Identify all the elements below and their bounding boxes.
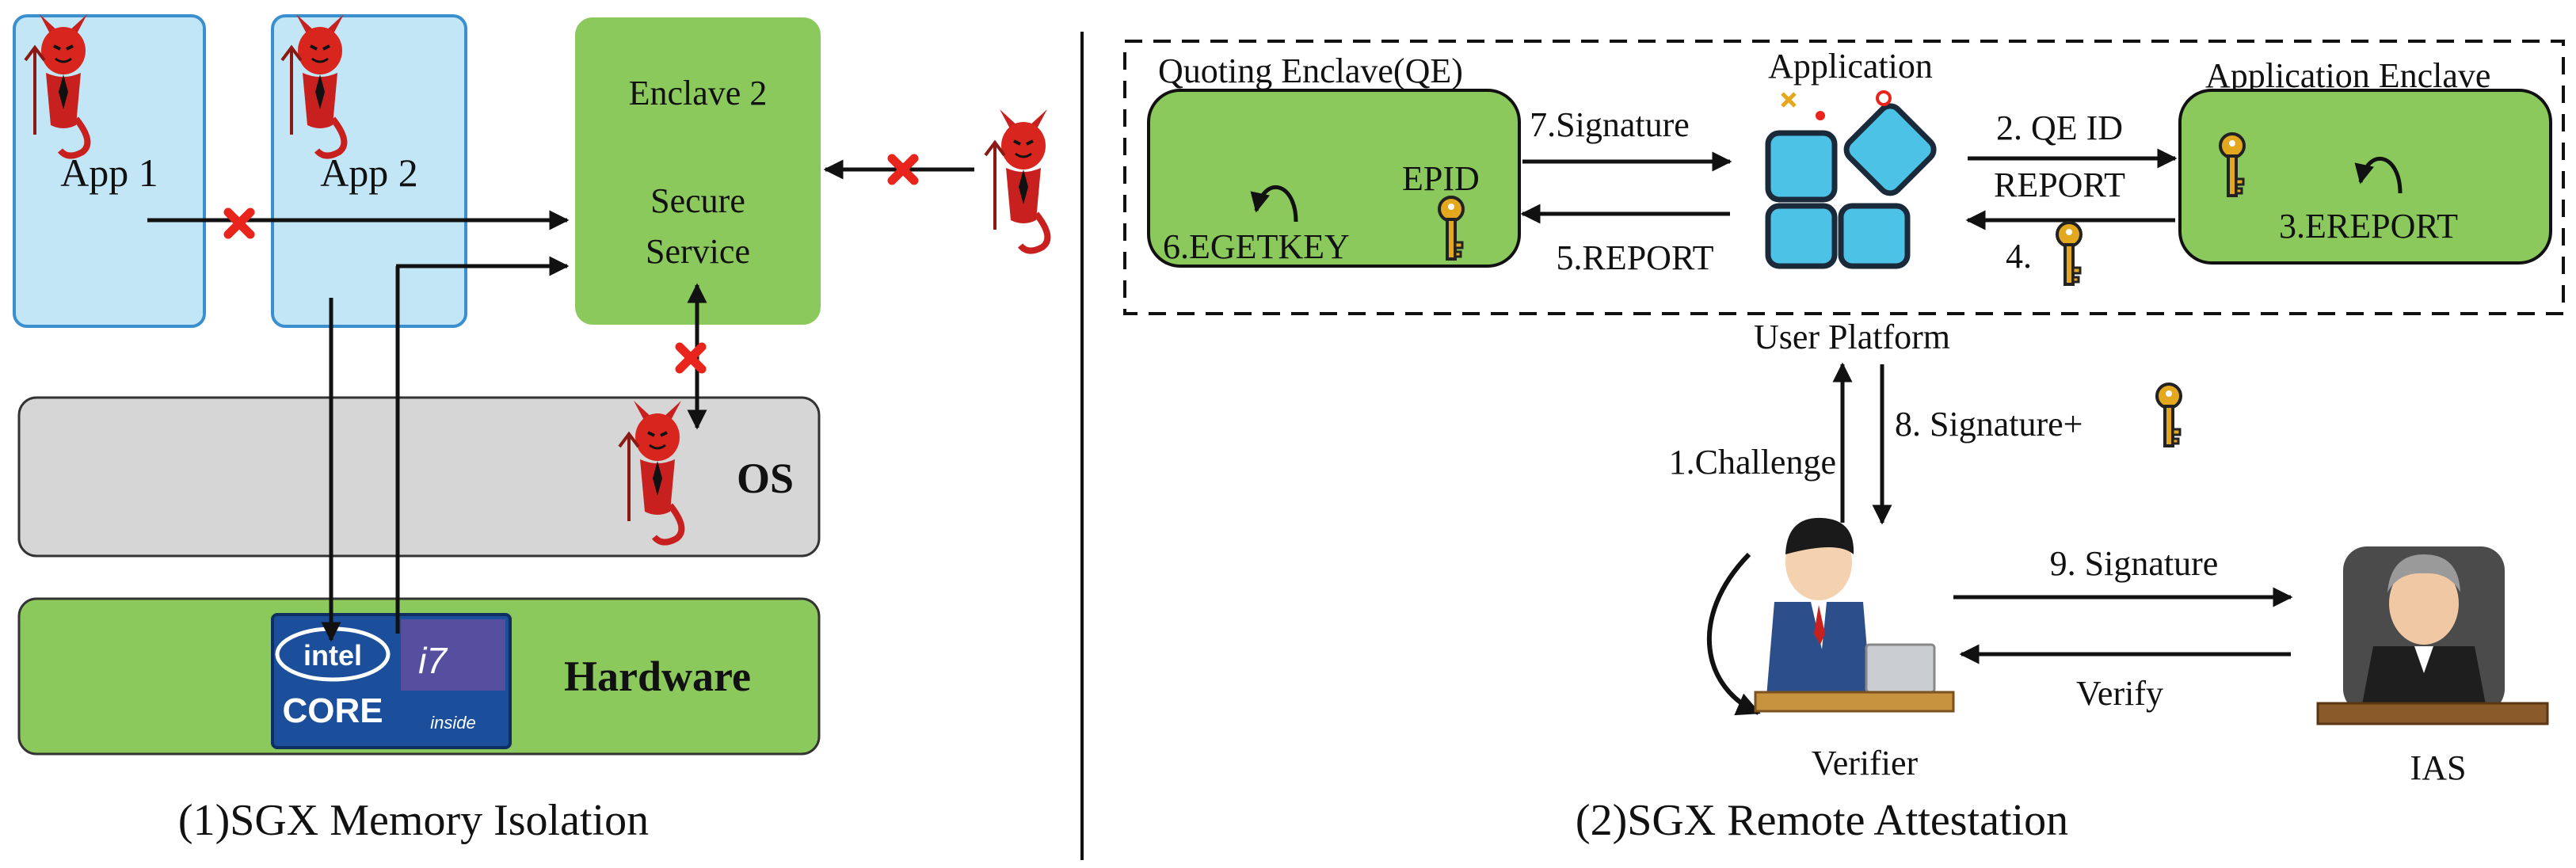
qe-box [1147, 89, 1521, 268]
os-box [17, 396, 821, 558]
app-grid-icon [1765, 90, 1937, 269]
qe-title: Quoting Enclave(QE) [1158, 51, 1463, 90]
signature8-label: 8. Signature+ [1895, 405, 2083, 444]
chip-line: CORE [282, 691, 383, 730]
app2-label: App 2 [320, 150, 418, 195]
ereport-label: 3.EREPORT [2279, 207, 2458, 246]
user-platform-box [1123, 40, 2565, 315]
user-platform-label: User Platform [1754, 318, 1950, 356]
red-x-icon [228, 212, 250, 234]
key-icon [2056, 221, 2083, 286]
chip-brand: intel [303, 639, 362, 672]
chip-model: i7 [418, 640, 448, 681]
verifier-person-icon [1706, 517, 1955, 716]
right-caption: (2)SGX Remote Attestation [1576, 796, 2068, 845]
secure-service-line1: Secure [650, 181, 745, 220]
left-caption: (1)SGX Memory Isolation [178, 796, 649, 845]
verify-label: Verify [2076, 674, 2163, 713]
intel-chip-icon: intel i7 CORE inside [271, 613, 512, 749]
egetkey-label: 6.EGETKEY [1163, 227, 1350, 266]
secure-service-line2: Service [646, 232, 750, 271]
signature9-label: 9. Signature [2050, 544, 2219, 583]
app-enclave-title: Application Enclave [2205, 56, 2490, 95]
ias-judge-icon [2316, 546, 2549, 725]
signature7-label: 7.Signature [1530, 105, 1690, 144]
app-enclave-box [2178, 89, 2552, 265]
os-label: OS [737, 455, 794, 502]
challenge-label: 1.Challenge [1669, 443, 1836, 482]
verifier-label: Verifier [1812, 744, 1919, 782]
devil-icon [985, 109, 1047, 251]
chip-inside: inside [430, 713, 475, 733]
qeid-label: 2. QE ID [1996, 108, 2123, 147]
ias-label: IAS [2410, 748, 2467, 787]
enclave2-box [575, 17, 821, 325]
application-label: Application [1768, 47, 1933, 86]
hardware-label: Hardware [564, 653, 751, 700]
report2-label: REPORT [1994, 166, 2125, 204]
step4-label: 4. [2006, 237, 2032, 276]
enclave2-label: Enclave 2 [629, 74, 768, 112]
report5-label: 5.REPORT [1556, 238, 1713, 277]
key-icon [2155, 383, 2182, 447]
epid-label: EPID [1402, 159, 1480, 198]
